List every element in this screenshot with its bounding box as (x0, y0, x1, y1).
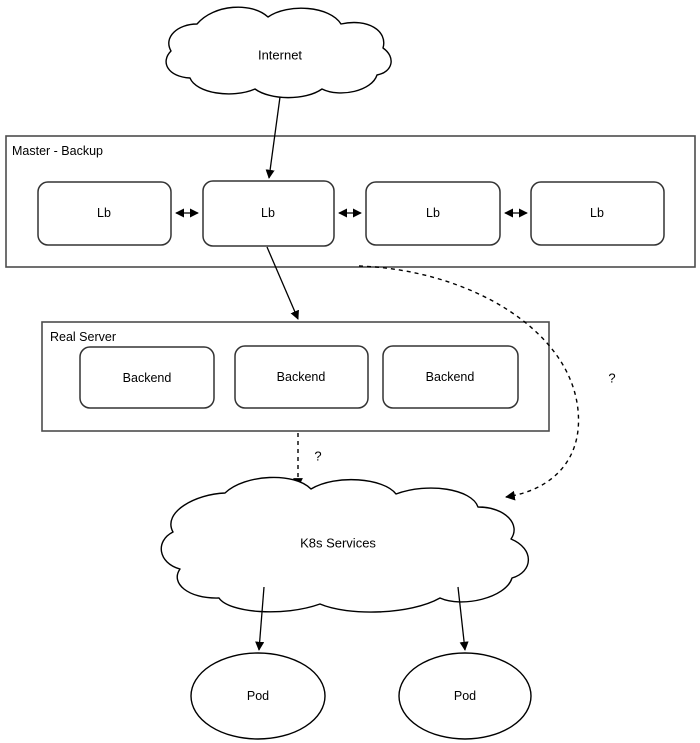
internet-cloud-shape (165, 6, 392, 99)
k8s-services-cloud-shape (160, 476, 529, 613)
lb-box-4[interactable] (530, 181, 665, 246)
edge-lb-to-k8s-dashed (358, 265, 580, 501)
lb-box-2[interactable] (202, 180, 335, 247)
pod-ellipse-2[interactable] (398, 652, 532, 740)
backend-box-2[interactable] (234, 345, 369, 409)
lb-box-3[interactable] (365, 181, 501, 246)
edge-k8s-to-pod-2 (457, 586, 469, 651)
edge-lb-to-real-server (266, 246, 299, 320)
pod-ellipse-1[interactable] (190, 652, 326, 740)
edge-k8s-to-pod-1 (255, 586, 265, 651)
lb-box-1[interactable] (37, 181, 172, 246)
backend-box-1[interactable] (79, 346, 215, 409)
edge-internet-to-lb (265, 96, 281, 179)
backend-box-3[interactable] (382, 345, 519, 409)
